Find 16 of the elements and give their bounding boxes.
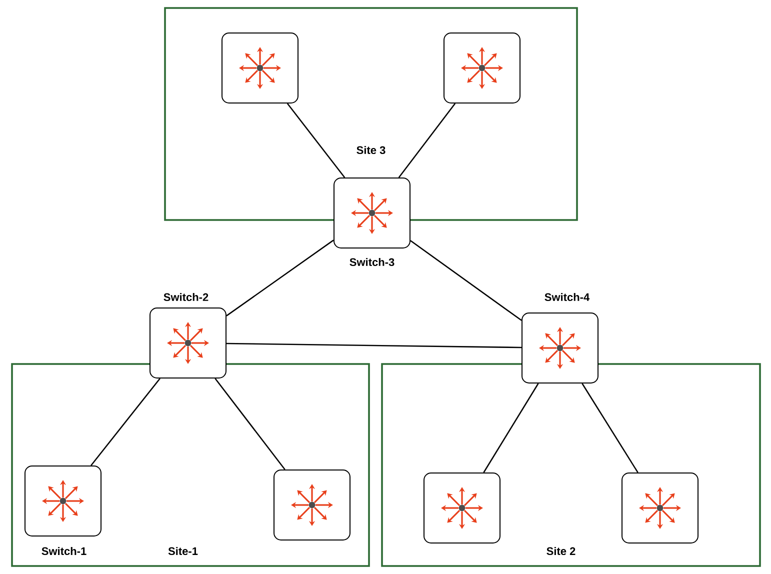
switch-label: Switch-1 [42, 546, 86, 556]
site-label: Site-1 [168, 546, 198, 556]
connection-line [582, 383, 638, 473]
site-label: Site 3 [356, 146, 386, 154]
connection-line [90, 378, 160, 466]
connection-line [286, 103, 346, 178]
switch-label: Switch-3 [350, 258, 394, 266]
connection-line [398, 103, 456, 178]
connection-line [226, 240, 334, 316]
switch-label: Switch-2 [164, 292, 208, 302]
connection-line [410, 240, 522, 321]
connection-line [483, 383, 539, 473]
connection-line [226, 342, 522, 348]
site-label: Site 2 [546, 546, 576, 556]
switch-label: Switch-4 [544, 292, 590, 302]
connection-line [214, 378, 286, 470]
